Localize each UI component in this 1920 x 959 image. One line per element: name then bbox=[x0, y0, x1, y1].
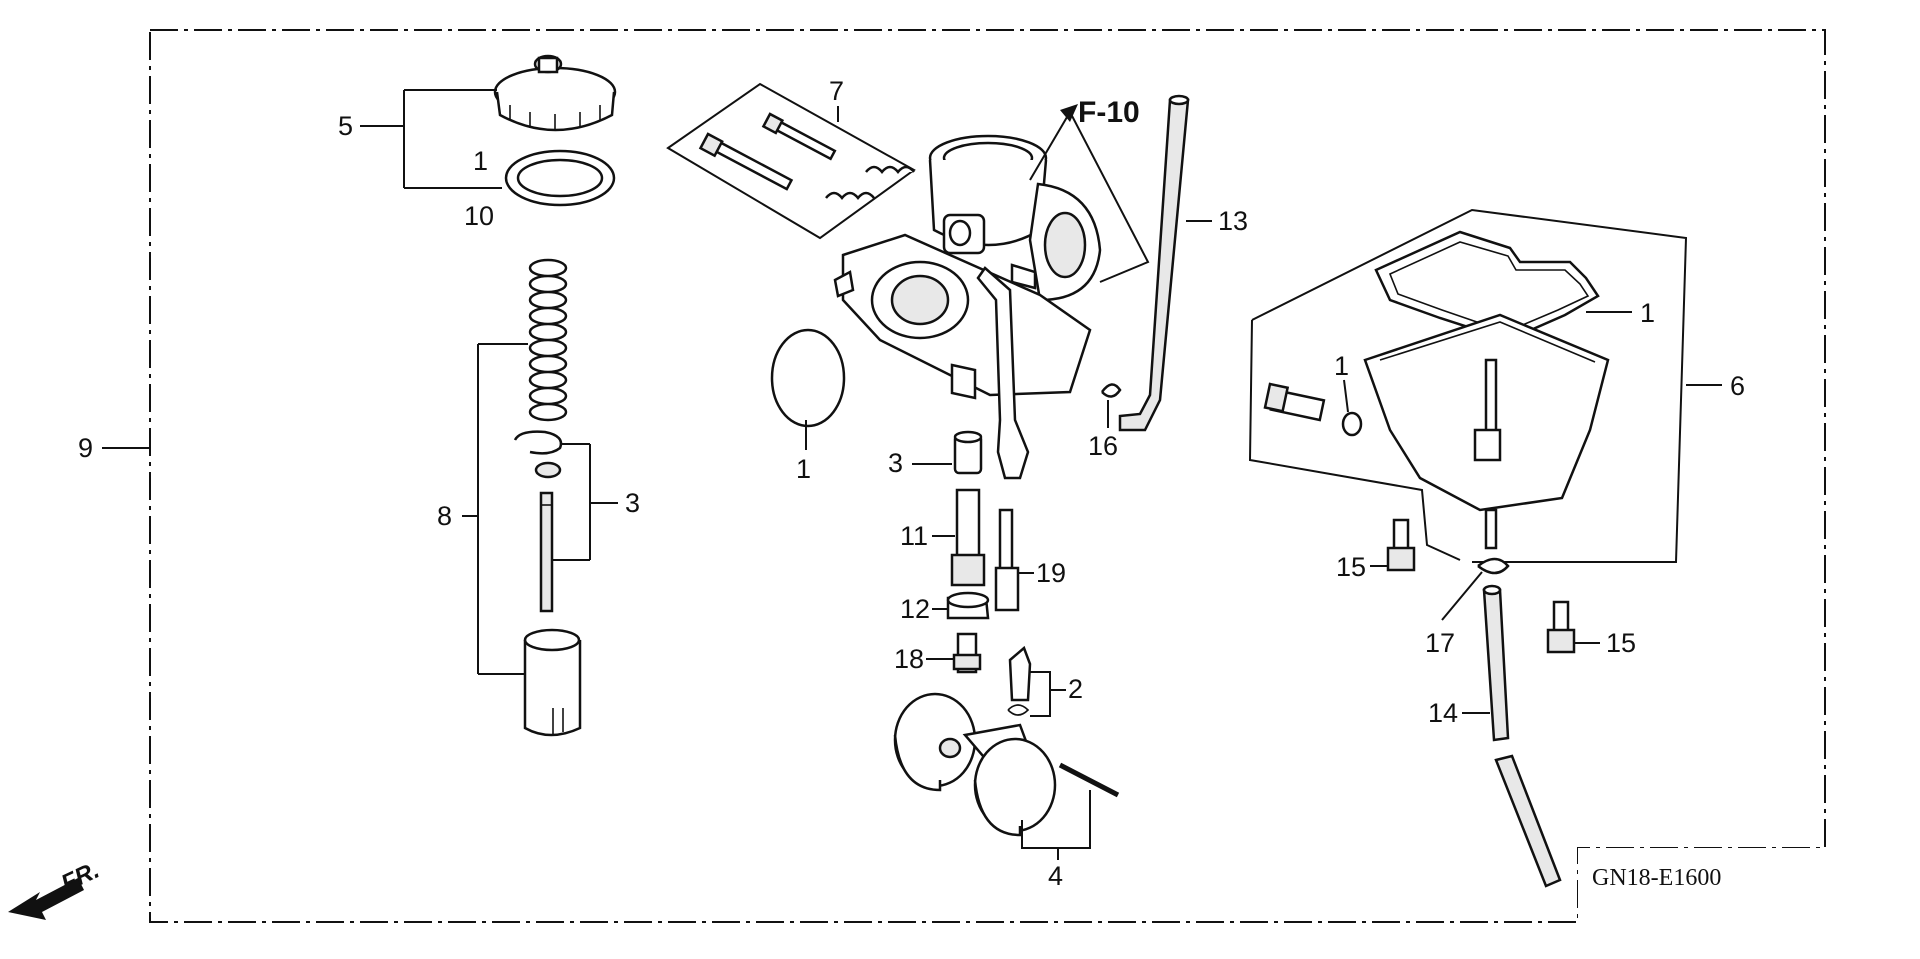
tube-clip bbox=[1100, 383, 1122, 398]
drain-tube-clip bbox=[1477, 557, 1510, 575]
callout-9: 9 bbox=[78, 433, 93, 463]
cap-gasket-ring bbox=[504, 149, 616, 207]
callout-14: 14 bbox=[1428, 698, 1458, 728]
callout-3-mid: 3 bbox=[888, 448, 903, 478]
needle-jet-holder-washer bbox=[953, 430, 983, 475]
drain-screw-washer bbox=[1341, 411, 1363, 437]
callout-15-right: 15 bbox=[1606, 628, 1636, 658]
needle-jet-holder bbox=[950, 488, 986, 587]
throttle-valve-spring bbox=[528, 258, 568, 422]
callout-13: 13 bbox=[1218, 206, 1248, 236]
drain-tube bbox=[1482, 584, 1562, 888]
pilot-screw bbox=[698, 132, 794, 191]
overflow-tube bbox=[1118, 94, 1190, 432]
float-chamber-kit-box bbox=[1248, 208, 1688, 563]
main-jet bbox=[946, 591, 990, 620]
callout-19: 19 bbox=[1036, 558, 1066, 588]
callout-1-washer: 1 bbox=[1334, 351, 1349, 381]
callout-16: 16 bbox=[1088, 431, 1118, 461]
float bbox=[893, 692, 1057, 837]
float-chamber bbox=[1363, 313, 1610, 550]
carburetor-body bbox=[833, 134, 1102, 400]
throttle-valve-slide bbox=[523, 628, 582, 737]
jet-needle bbox=[539, 491, 554, 613]
callout-4: 4 bbox=[1048, 861, 1063, 891]
carburetor-body-callout-bracket bbox=[1029, 104, 1150, 283]
float-chamber-o-ring bbox=[770, 328, 846, 428]
callout-1-o-ring: 1 bbox=[796, 454, 811, 484]
pilot-screw-spring bbox=[825, 165, 915, 200]
callout-1-cap-ring: 1 bbox=[473, 146, 488, 176]
starter-jet bbox=[994, 508, 1020, 612]
callout-3-left: 3 bbox=[625, 488, 640, 518]
callout-7: 7 bbox=[829, 76, 844, 106]
callout-12: 12 bbox=[900, 594, 930, 624]
callout-15-left: 15 bbox=[1336, 552, 1366, 582]
air-screw bbox=[761, 112, 837, 161]
front-arrow: FR. bbox=[8, 857, 104, 920]
callout-10: 10 bbox=[464, 201, 494, 231]
needle-clip-retainer bbox=[513, 430, 563, 479]
cross-reference-f10: F-10 bbox=[1078, 96, 1140, 129]
slow-jet bbox=[952, 632, 982, 674]
reference-box bbox=[1578, 848, 1825, 922]
callout-2: 2 bbox=[1068, 674, 1083, 704]
float-valve bbox=[1007, 645, 1032, 716]
choke-lever bbox=[976, 266, 1030, 480]
callout-6: 6 bbox=[1730, 371, 1745, 401]
callout-5: 5 bbox=[338, 111, 353, 141]
reference-code: GN18-E1600 bbox=[1592, 865, 1721, 891]
float-chamber-gasket bbox=[1374, 230, 1600, 342]
pilot-screw-kit-box bbox=[666, 82, 916, 240]
float-chamber-screw-left bbox=[1386, 518, 1416, 572]
callout-11: 11 bbox=[900, 521, 928, 551]
callout-1-gasket: 1 bbox=[1640, 298, 1655, 328]
drain-screw bbox=[1263, 382, 1326, 422]
callout-17: 17 bbox=[1425, 628, 1455, 658]
float-chamber-screw-right bbox=[1546, 600, 1576, 654]
float-pin bbox=[1058, 762, 1120, 798]
callout-18: 18 bbox=[894, 644, 924, 674]
callout-8: 8 bbox=[437, 501, 452, 531]
carburetor-top-cap bbox=[493, 54, 617, 132]
